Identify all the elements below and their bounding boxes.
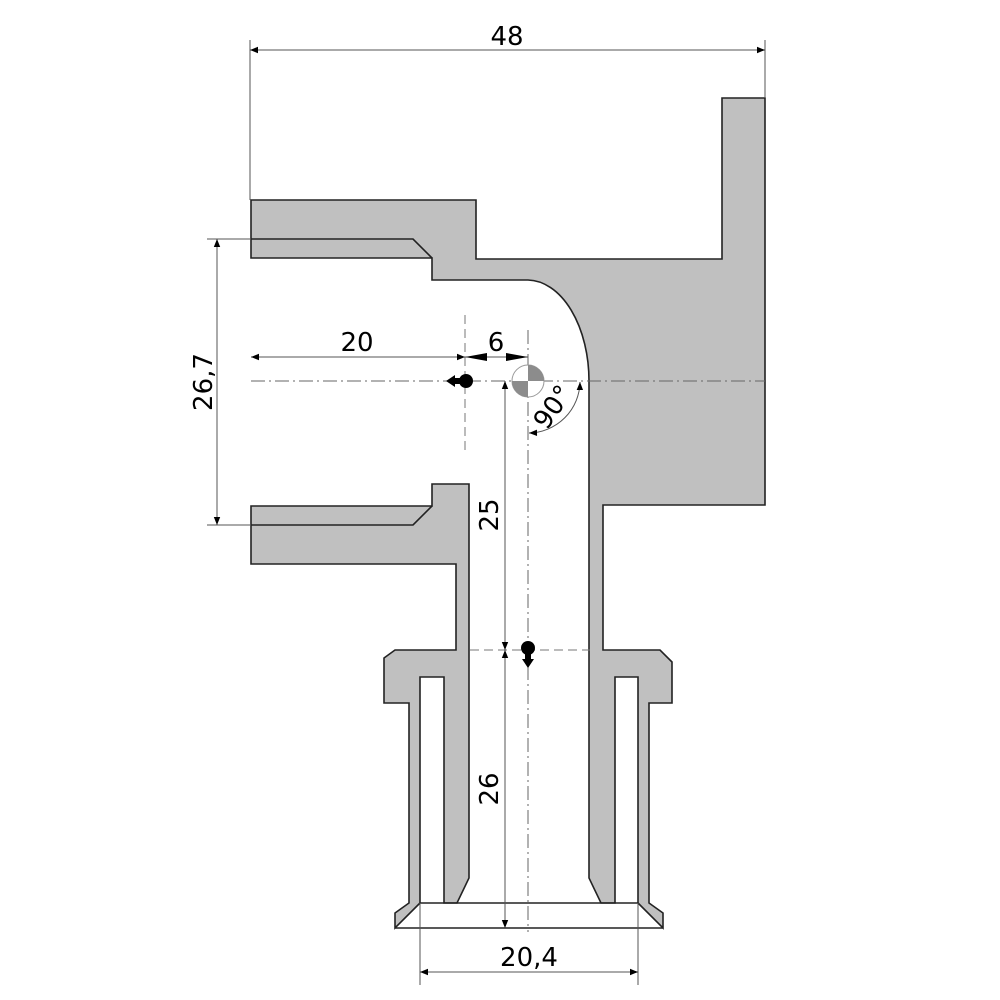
dimension-label-20: 20 bbox=[340, 328, 373, 358]
reference-point-icon bbox=[521, 641, 535, 668]
dimension-label-26-7: 26,7 bbox=[189, 353, 219, 411]
dimension-label-26: 26 bbox=[475, 772, 505, 805]
dimension-label-6: 6 bbox=[488, 328, 505, 358]
thread-line-top bbox=[251, 238, 433, 259]
center-of-mass-icon bbox=[511, 364, 545, 398]
dimension-label-48: 48 bbox=[490, 22, 523, 52]
thread-line-bottom bbox=[251, 505, 433, 526]
dimension-label-20-4: 20,4 bbox=[500, 943, 558, 973]
bottom-edge bbox=[395, 902, 663, 929]
reference-point-icon bbox=[446, 374, 473, 388]
arrow-icon bbox=[465, 353, 528, 361]
fitting-body-lower bbox=[250, 483, 470, 930]
dimension-label-25: 25 bbox=[475, 498, 505, 531]
angle-arc bbox=[528, 381, 584, 437]
fitting-body-upper bbox=[250, 97, 766, 930]
